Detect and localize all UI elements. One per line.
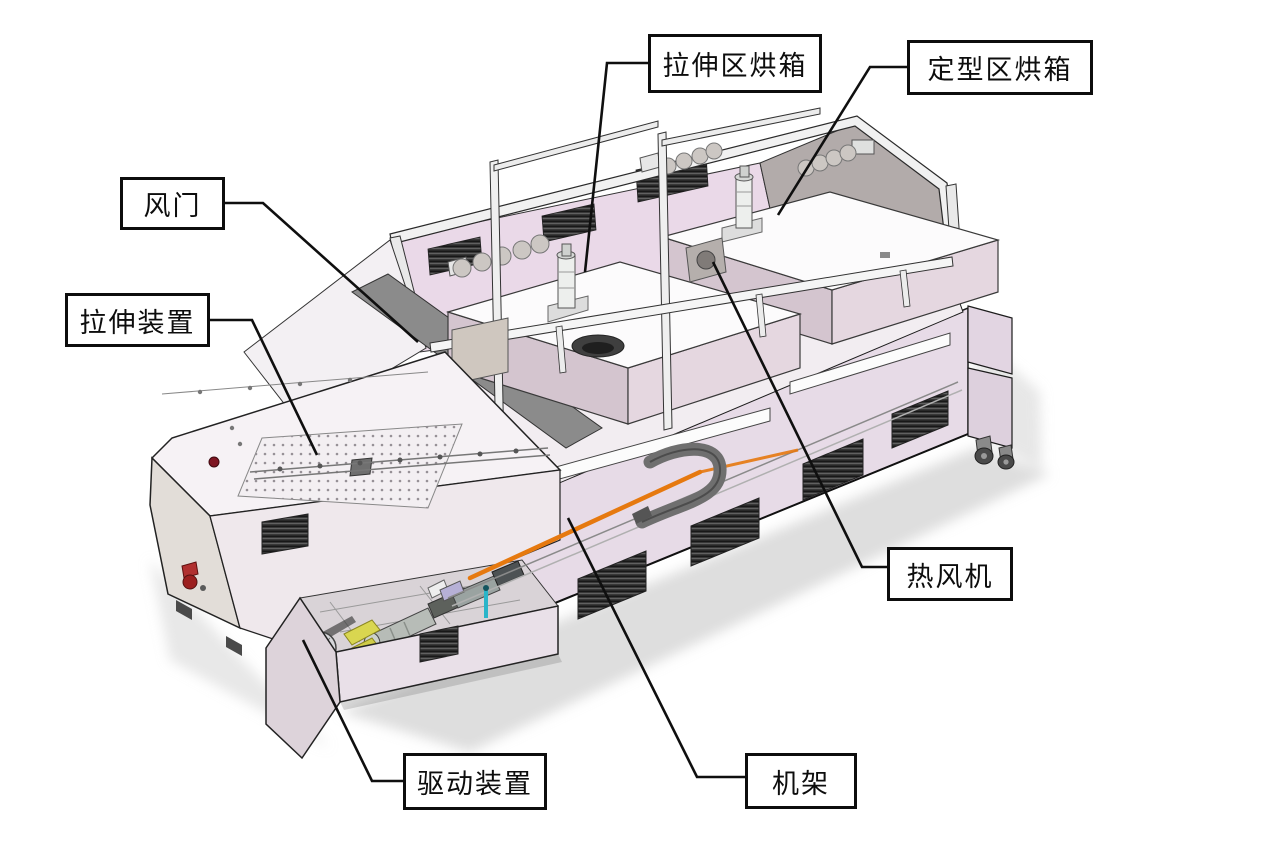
label-machine-frame: 机架 <box>745 753 857 809</box>
oven-actuator-cylinder <box>557 255 576 309</box>
label-hot-air-blower: 热风机 <box>887 547 1013 601</box>
left-block-end-face <box>149 456 242 630</box>
oven-actuator-cylinder <box>735 177 753 229</box>
front-vent-grilles <box>577 390 949 620</box>
walk-board <box>789 332 951 395</box>
leader-stretch-zone-oven <box>583 61 648 273</box>
vent-grille-icon <box>419 625 459 663</box>
label-setting-zone-oven: 定型区烘箱 <box>907 40 1093 95</box>
leader-setting-zone-oven <box>776 65 907 216</box>
stretch-device-section <box>149 351 562 656</box>
label-stretching-device: 拉伸装置 <box>65 293 210 347</box>
bay-left-wall <box>265 596 341 760</box>
caster-wheels <box>974 435 1015 470</box>
label-drive-device: 驱动装置 <box>403 753 547 810</box>
leader-stretching-device <box>210 318 319 456</box>
leader-hot-air-blower <box>711 261 887 569</box>
flex-ducts <box>447 139 875 278</box>
vent-grille-icon <box>690 497 760 567</box>
machine-foot <box>176 600 192 620</box>
vent-grille-icon <box>541 203 597 243</box>
drive-bay <box>265 559 562 760</box>
cable-rail-assembly <box>447 381 963 618</box>
red-knob <box>208 456 220 468</box>
right-end-lower-panel <box>967 367 1013 449</box>
right-end-upper-panel <box>967 305 1013 375</box>
leader-machine-frame <box>566 517 745 779</box>
leader-lines <box>210 61 907 783</box>
clip-chain-rails <box>161 371 551 480</box>
leader-damper <box>225 201 419 343</box>
label-stretch-zone-oven: 拉伸区烘箱 <box>648 34 822 93</box>
vent-grille-icon <box>891 390 949 449</box>
yellow-coupling <box>343 619 381 646</box>
orange-cable-rail <box>467 469 703 581</box>
label-damper: 风门 <box>120 177 225 230</box>
feed-motor <box>451 575 501 609</box>
machine-foot <box>226 636 242 656</box>
vent-grille-icon <box>261 513 309 555</box>
vent-grille-icon <box>802 438 864 501</box>
cage-front-frame <box>429 107 954 484</box>
red-valve <box>181 561 206 591</box>
leader-drive-device <box>301 639 403 783</box>
perforated-plate <box>238 424 462 508</box>
vent-grille-icon <box>577 550 647 620</box>
